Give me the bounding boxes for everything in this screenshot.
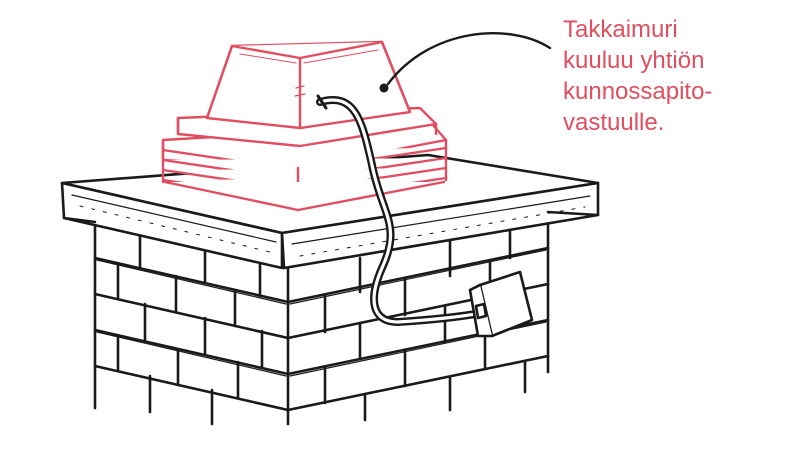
fan-annotation: Takkaimuri kuuluu yhtiön kunnossapito- v… [563, 14, 783, 138]
leader-dot [379, 83, 389, 93]
annotation-line-3: kunnossapito- [563, 78, 713, 105]
annotation-line-2: kuuluu yhtiön [563, 47, 705, 74]
junction-box [468, 270, 534, 338]
power-cable [316, 94, 488, 326]
leader-line [386, 32, 552, 86]
annotation-line-4: vastuulle. [563, 109, 665, 136]
annotation-line-1: Takkaimuri [563, 16, 678, 43]
